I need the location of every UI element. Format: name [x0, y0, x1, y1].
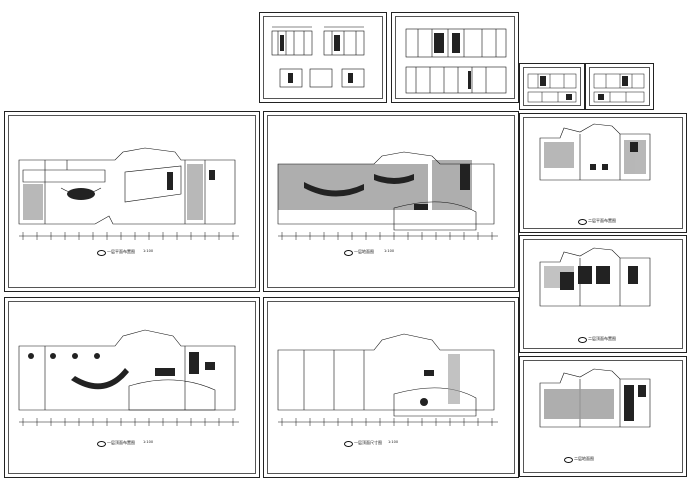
plan-sheet-7: 二层地面图	[519, 356, 687, 477]
plan-sheet-4: 一层顶面尺寸图 1:100	[263, 297, 519, 478]
sheet-frame	[395, 16, 515, 99]
plan-title: 一层顶面布置图	[97, 440, 135, 447]
sheet-frame	[523, 239, 683, 349]
plan-scale: 1:100	[388, 440, 399, 444]
second-floor-plan	[539, 123, 651, 181]
sheet-frame	[589, 67, 650, 106]
elevation-drawing-3	[527, 73, 577, 103]
plan-sheet-5: 二层平面布置图	[519, 113, 687, 233]
plan-title: 二层地面图	[564, 456, 594, 463]
plan-title: 一层顶面尺寸图	[344, 440, 382, 447]
elevation-drawing-4	[593, 73, 645, 103]
second-floor-flooring-plan	[539, 368, 651, 428]
plan-sheet-1: 一层平面布置图 1:100	[4, 111, 260, 292]
elevation-sheet-1	[259, 12, 387, 103]
elevation-sheet-3	[519, 63, 585, 110]
elevation-drawing-1	[271, 26, 365, 88]
sheet-frame	[8, 115, 256, 288]
plan-sheet-2: 一层地面图 1:100	[263, 111, 519, 292]
sheet-frame	[267, 301, 515, 474]
elevation-sheet-2	[391, 12, 519, 103]
floor-plan-flooring	[277, 151, 498, 240]
plan-scale: 1:100	[143, 440, 154, 444]
sheet-frame	[523, 360, 683, 473]
sheet-frame	[263, 16, 383, 99]
plan-title: 一层平面布置图	[97, 249, 135, 256]
plan-sheet-3: 一层顶面布置图 1:100	[4, 297, 260, 478]
plan-scale: 1:100	[143, 249, 154, 253]
ceiling-plan-dimensions	[277, 333, 498, 426]
second-floor-ceiling-plan	[539, 247, 651, 307]
plan-sheet-6: 二层顶面布置图	[519, 235, 687, 353]
plan-title: 二层平面布置图	[578, 218, 616, 225]
sheet-frame	[267, 115, 515, 288]
floor-plan-layout	[18, 147, 239, 240]
sheet-frame	[523, 67, 581, 106]
plan-scale: 1:100	[384, 249, 395, 253]
sheet-frame	[8, 301, 256, 474]
plan-title: 一层地面图	[344, 249, 374, 256]
sheet-frame	[523, 117, 683, 229]
plan-title: 二层顶面布置图	[578, 336, 616, 343]
elevation-sheet-4	[585, 63, 654, 110]
elevation-drawing-2	[405, 28, 507, 94]
ceiling-plan-layout	[18, 329, 239, 426]
